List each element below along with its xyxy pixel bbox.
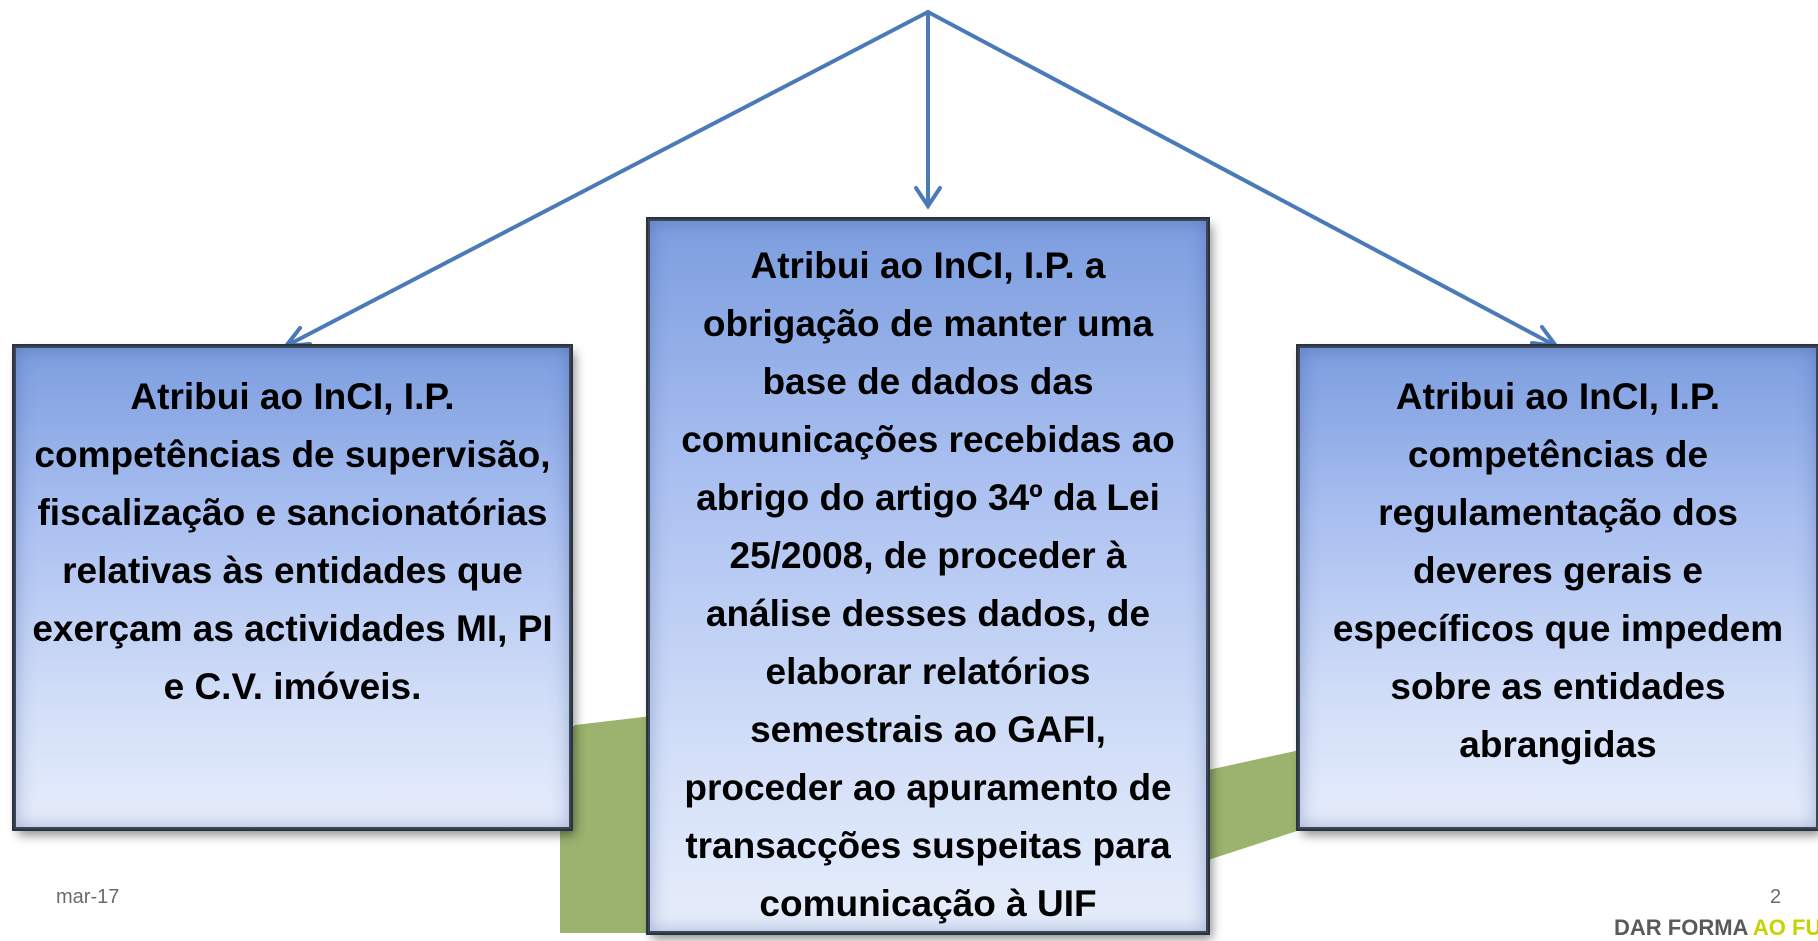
box-center-text: Atribui ao InCI, I.P. a obrigação de man… bbox=[681, 245, 1175, 924]
box-left-text: Atribui ao InCI, I.P. competências de su… bbox=[32, 376, 553, 707]
page-number: 2 bbox=[1770, 886, 1782, 908]
box-regulation-competences: Atribui ao InCI, I.P. competências de re… bbox=[1298, 346, 1818, 829]
brand-tagline: DAR FORMA AO FUTURO bbox=[1614, 915, 1818, 941]
brand-main: DAR FORMA bbox=[1614, 915, 1753, 940]
footer-date: mar-17 bbox=[56, 886, 120, 908]
box-supervision-competences: Atribui ao InCI, I.P. competências de su… bbox=[14, 346, 571, 829]
box-right-text: Atribui ao InCI, I.P. competências de re… bbox=[1332, 376, 1784, 765]
arrow-to-left-box bbox=[284, 10, 930, 348]
arrow-to-right-box bbox=[926, 10, 1558, 348]
box-database-obligation: Atribui ao InCI, I.P. a obrigação de man… bbox=[648, 219, 1208, 933]
brand-accent: AO FUTURO bbox=[1752, 915, 1818, 940]
